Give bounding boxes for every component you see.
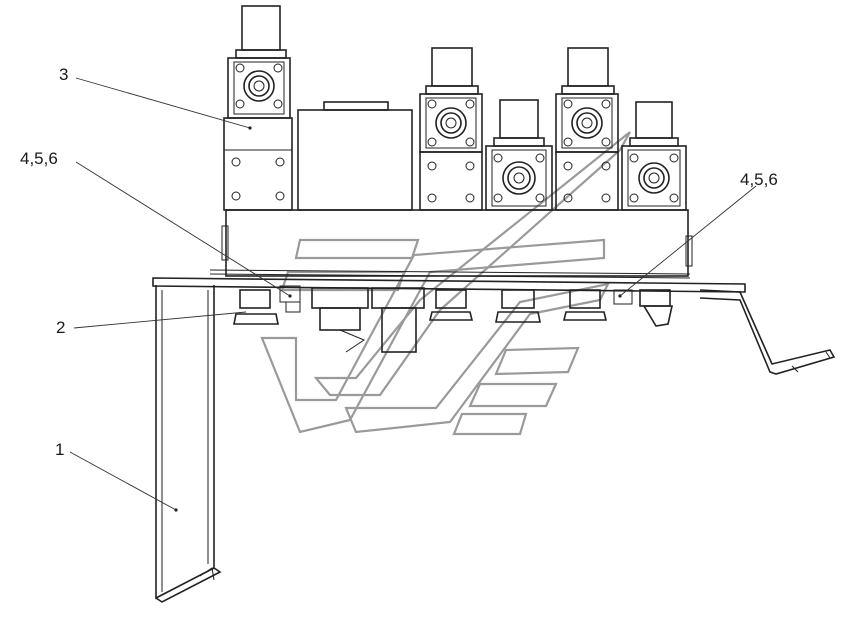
manifold-block	[221, 209, 693, 277]
valve-left-tall	[223, 5, 293, 211]
callout-2: 2	[56, 318, 66, 337]
mounting-bracket	[152, 269, 836, 603]
leader-lines	[69, 77, 757, 512]
bottom-fittings	[233, 285, 673, 353]
valve-4	[555, 47, 619, 211]
valve-5	[621, 101, 687, 211]
center-cover	[297, 101, 413, 211]
callout-4-5-6-right: 4,5,6	[740, 170, 778, 189]
callout-3: 3	[59, 65, 69, 84]
valve-3	[485, 99, 553, 211]
callout-4-5-6-left: 4,5,6	[20, 149, 58, 168]
valve-2	[419, 47, 483, 211]
callout-1: 1	[55, 440, 65, 459]
